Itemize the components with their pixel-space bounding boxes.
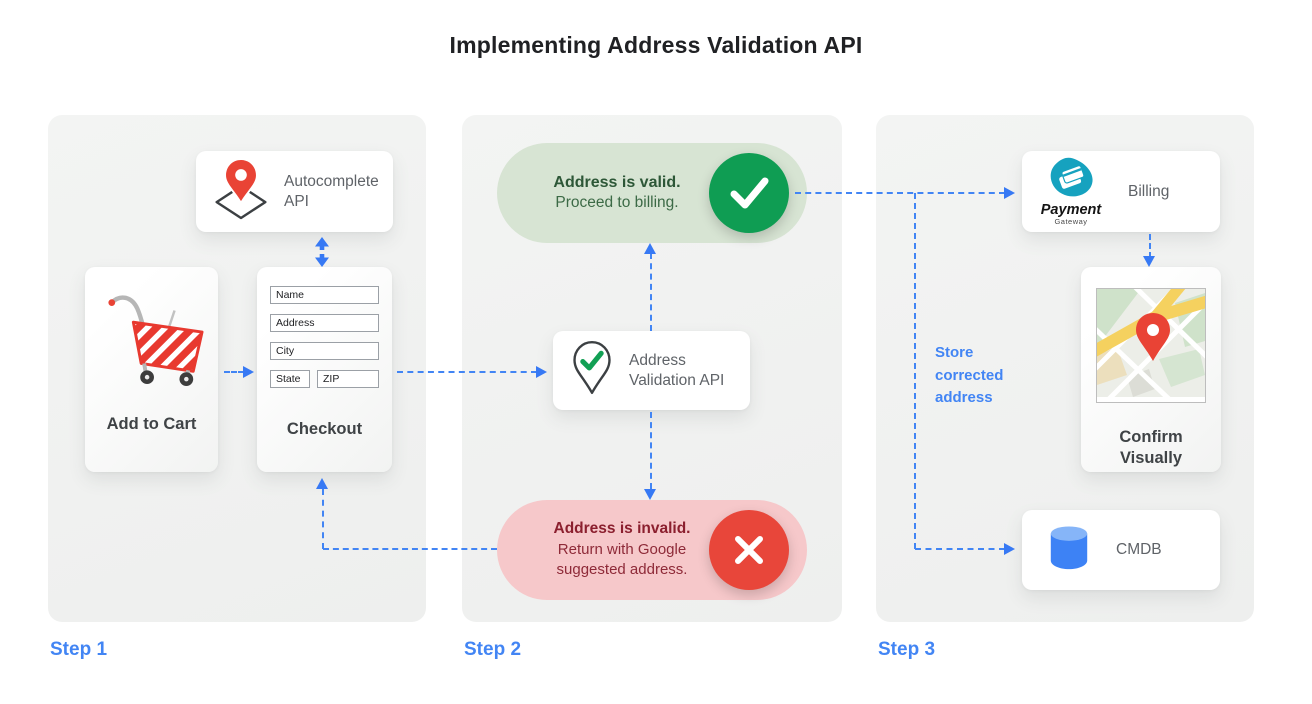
state-field: State — [270, 370, 310, 388]
invalid-pill: Address is invalid. Return with Google s… — [497, 500, 807, 600]
address-validation-api-label: Address Validation API — [629, 352, 725, 389]
step1-label: Step 1 — [50, 639, 108, 660]
confirm-visually-card: Confirm Visually — [1081, 267, 1221, 472]
add-to-cart-card: Add to Cart — [85, 267, 218, 472]
autocomplete-api-card: Autocomplete API — [196, 151, 393, 232]
valid-pill-title: Address is valid. — [553, 173, 681, 191]
check-circle-icon — [709, 153, 789, 233]
pin-check-icon — [569, 339, 615, 402]
name-field: Name — [270, 286, 379, 304]
map-thumbnail — [1088, 279, 1211, 403]
step3-label: Step 3 — [878, 639, 936, 660]
billing-label: Billing — [1128, 182, 1170, 200]
address-field: Address — [270, 314, 379, 332]
x-circle-icon — [709, 510, 789, 590]
checkout-card: Name Address City State ZIP Checkout — [257, 267, 392, 472]
billing-card: Payment Gateway Billing — [1022, 151, 1220, 232]
autocomplete-api-label: Autocomplete API — [284, 173, 379, 210]
add-to-cart-label: Add to Cart — [106, 415, 197, 433]
step2-label: Step 2 — [464, 639, 522, 660]
payment-logo-subtitle: Gateway — [1054, 217, 1088, 226]
zip-field: ZIP — [317, 370, 379, 388]
cmdb-label: CMDB — [1116, 541, 1162, 559]
valid-pill-subtitle: Proceed to billing. — [555, 194, 679, 212]
shopping-cart-icon — [98, 283, 206, 392]
invalid-pill-title: Address is invalid. — [553, 520, 691, 538]
store-corrected-address-note: Store corrected address — [935, 344, 1004, 406]
cmdb-card: CMDB — [1022, 510, 1220, 590]
confirm-visually-label: Confirm Visually — [1119, 428, 1183, 468]
valid-pill: Address is valid. Proceed to billing. — [497, 143, 807, 243]
checkout-label: Checkout — [286, 420, 363, 438]
page-title: Implementing Address Validation API — [449, 32, 863, 58]
map-diamond-pin-icon — [212, 158, 270, 225]
map-pin-icon — [1136, 313, 1170, 361]
address-validation-api-card: Address Validation API — [553, 331, 750, 410]
checkout-autocomplete-double-arrow-icon — [315, 237, 329, 272]
payment-gateway-logo: Payment Gateway — [1036, 157, 1106, 226]
payment-logo-title: Payment — [1040, 202, 1102, 218]
database-icon — [1046, 523, 1092, 578]
city-field: City — [270, 342, 379, 360]
invalid-pill-subtitle: Return with Google suggested address. — [556, 541, 688, 579]
